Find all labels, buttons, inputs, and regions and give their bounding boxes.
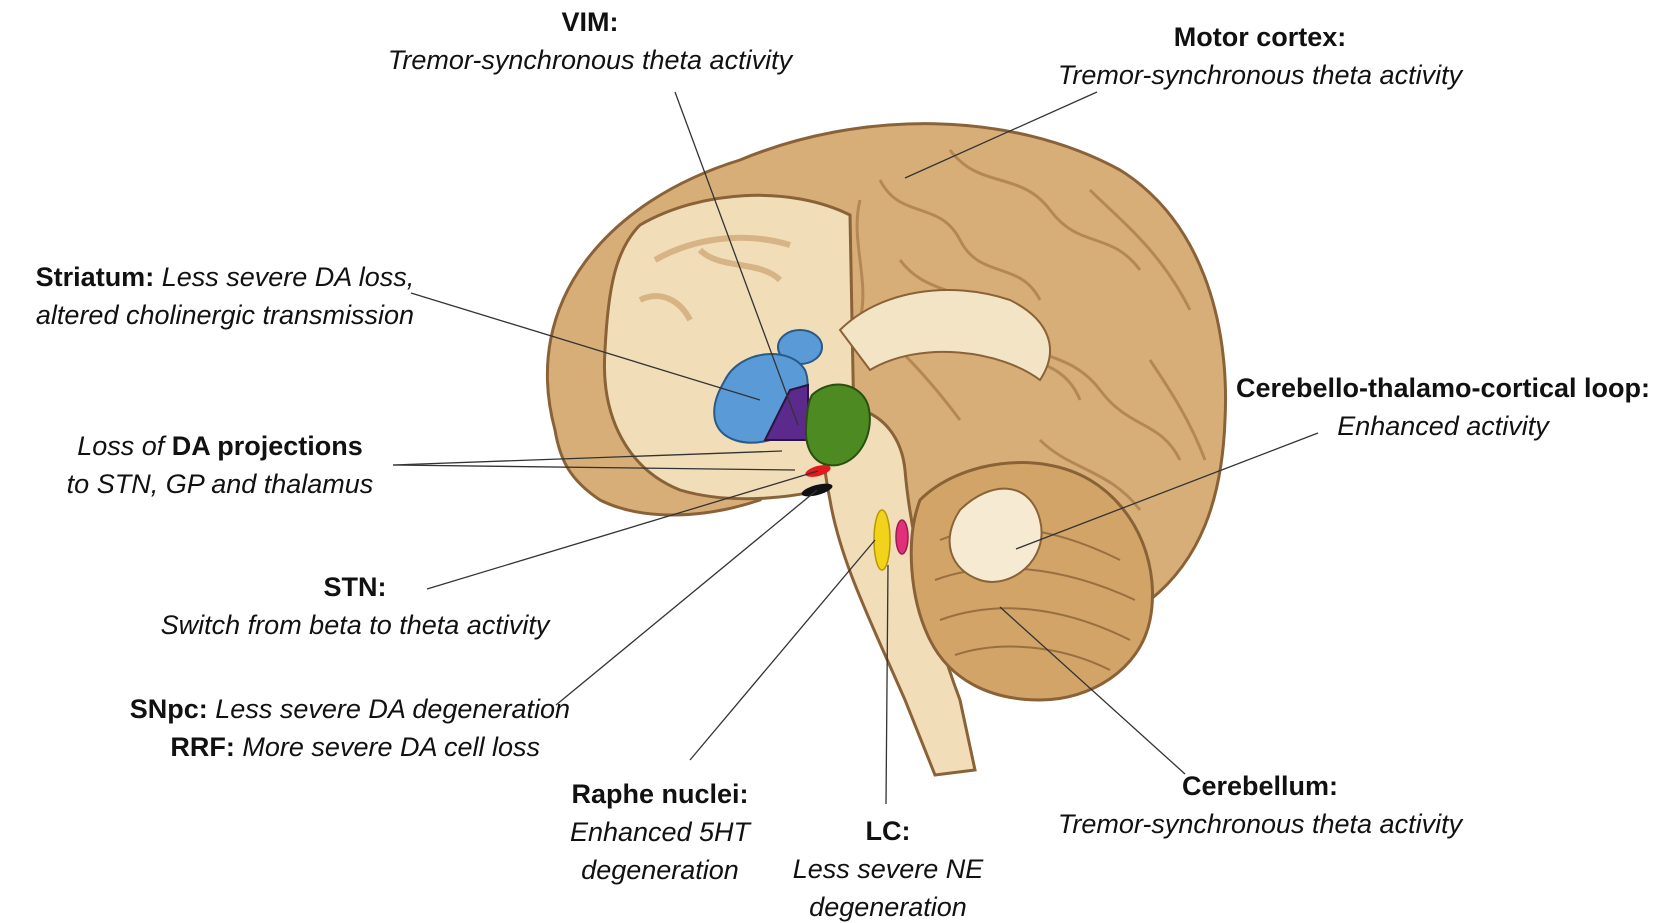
label-raphe: Raphe nuclei: Enhanced 5HT degeneration [545, 775, 775, 889]
leader-line-snpc [556, 490, 817, 705]
label-vim-title: VIM: [562, 7, 619, 37]
label-da-projections-pre: Loss of [77, 431, 164, 461]
label-cerebellum-title: Cerebellum: [1182, 771, 1338, 801]
label-stn-desc: Switch from beta to theta activity [161, 610, 550, 640]
label-cerebellum: Cerebellum: Tremor-synchronous theta act… [1010, 767, 1510, 843]
label-lc-desc2-wrap: degeneration [768, 888, 1008, 923]
label-cerebello-loop: Cerebello-thalamo-cortical loop: Enhance… [1228, 369, 1658, 445]
label-cerebellum-desc: Tremor-synchronous theta activity [1058, 809, 1462, 839]
label-striatum: Striatum: Less severe DA loss, altered c… [5, 258, 445, 334]
label-da-projections: Loss of DA projections to STN, GP and th… [50, 427, 390, 503]
label-lc-title: LC: [866, 816, 911, 846]
label-lc-desc1: Less severe NE [793, 854, 984, 884]
label-snpc-desc: Less severe DA degeneration [215, 694, 570, 724]
label-vim-desc: Tremor-synchronous theta activity [388, 45, 792, 75]
label-snpc-title: SNpc: [130, 694, 208, 724]
label-stn-title: STN: [324, 572, 387, 602]
raphe-region [896, 520, 908, 554]
label-da-projections-bold: DA projections [172, 431, 363, 461]
label-vim: VIM: Tremor-synchronous theta activity [340, 3, 840, 79]
label-rrf: RRF: More severe DA cell loss [90, 728, 540, 766]
label-striatum-desc2: altered cholinergic transmission [36, 300, 414, 330]
label-lc: LC: Less severe NE degeneration [768, 812, 1008, 888]
label-stn: STN: Switch from beta to theta activity [125, 568, 585, 644]
label-rrf-title: RRF: [170, 732, 234, 762]
label-motor-cortex-title: Motor cortex: [1174, 22, 1347, 52]
leader-line-raphe [690, 540, 875, 760]
label-cerebello-loop-title: Cerebello-thalamo-cortical loop: [1236, 373, 1650, 403]
label-da-projections-desc: to STN, GP and thalamus [67, 469, 374, 499]
label-cerebello-loop-desc: Enhanced activity [1337, 411, 1549, 441]
label-striatum-desc1: Less severe DA loss, [162, 262, 415, 292]
locus-coeruleus-region [874, 510, 890, 570]
label-motor-cortex-desc: Tremor-synchronous theta activity [1058, 60, 1462, 90]
label-raphe-desc2: degeneration [581, 855, 739, 885]
label-rrf-desc: More severe DA cell loss [242, 732, 540, 762]
label-raphe-title: Raphe nuclei: [571, 779, 748, 809]
label-lc-desc2: degeneration [809, 892, 967, 922]
label-raphe-desc1: Enhanced 5HT [570, 817, 750, 847]
label-striatum-title: Striatum: [36, 262, 155, 292]
label-snpc: SNpc: Less severe DA degeneration [90, 690, 570, 728]
label-motor-cortex: Motor cortex: Tremor-synchronous theta a… [1000, 18, 1520, 94]
